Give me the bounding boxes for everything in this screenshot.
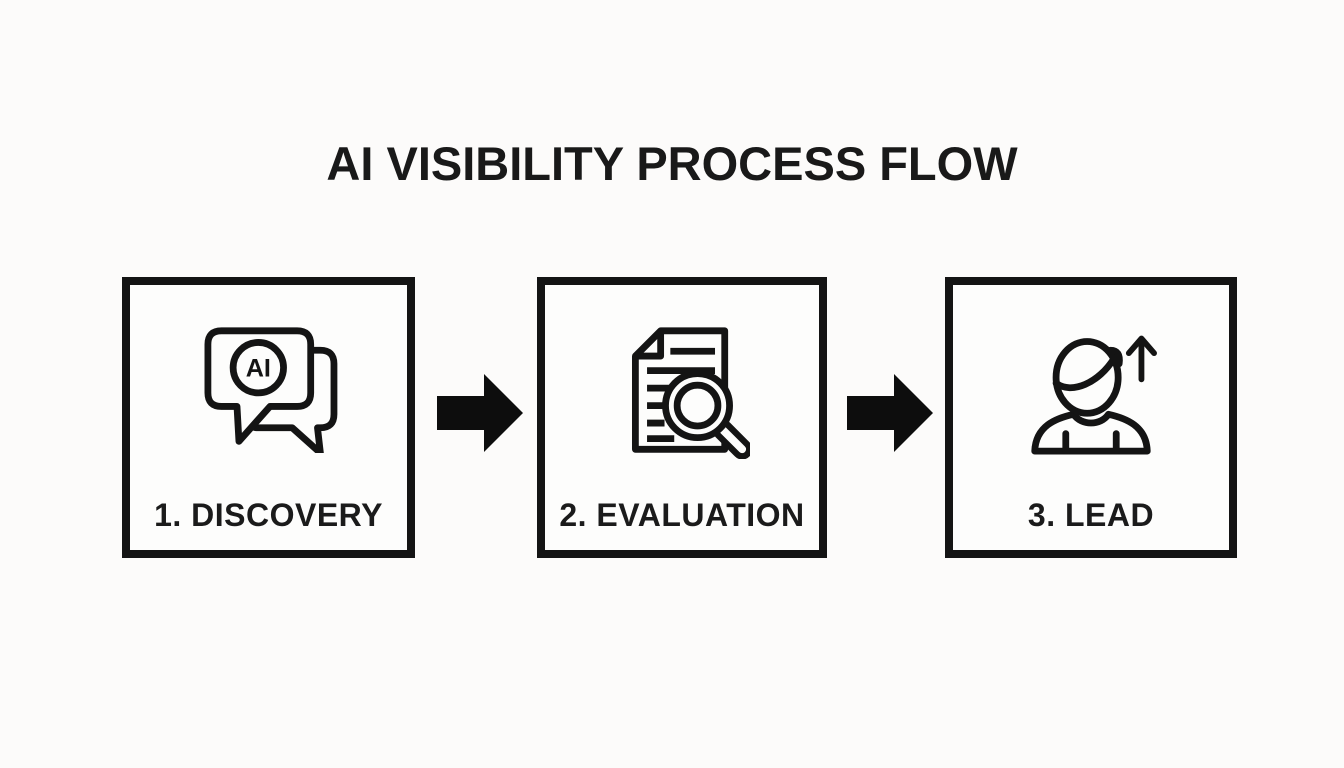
step-label-discovery: 1. DISCOVERY — [154, 497, 383, 533]
step-box-evaluation: 2. EVALUATION — [537, 277, 827, 558]
person-rising-arrow-icon — [953, 325, 1229, 455]
flow-arrow-2-icon — [847, 374, 933, 452]
ai-chat-bubbles-icon: AI — [130, 325, 407, 453]
ai-badge-text: AI — [245, 354, 270, 382]
step-label-lead: 3. LEAD — [1027, 497, 1155, 533]
diagram-title: AI VISIBILITY PROCESS FLOW — [326, 137, 1018, 190]
document-magnifier-icon — [545, 325, 819, 459]
step-label-evaluation: 2. EVALUATION — [559, 497, 805, 533]
step-box-lead: 3. LEAD — [945, 277, 1237, 558]
flow-arrow-1-icon — [437, 374, 523, 452]
step-box-discovery: AI 1. DISCOVERY — [122, 277, 415, 558]
